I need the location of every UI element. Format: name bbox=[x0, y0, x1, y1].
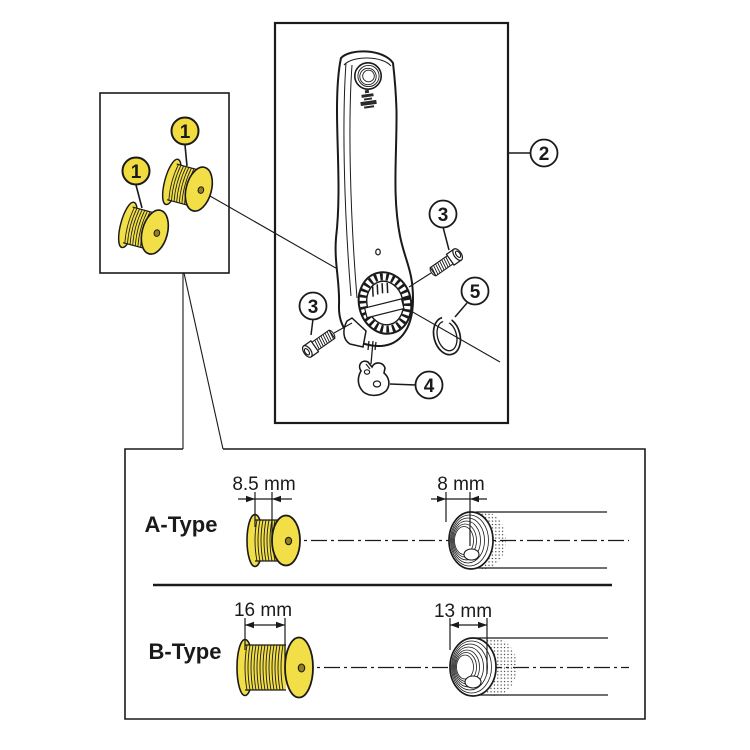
callout-1-left-number: 1 bbox=[131, 162, 142, 183]
forge-mark-icon bbox=[360, 89, 377, 109]
b-bolt-dimension bbox=[244, 618, 286, 662]
a-type-threaded-hole-drawing bbox=[448, 511, 506, 570]
callout-1-right-number: 1 bbox=[180, 122, 191, 143]
crank-cap-left bbox=[114, 199, 174, 259]
callout-3-lower-number: 3 bbox=[308, 297, 319, 318]
part-1-detail-box bbox=[99, 92, 230, 274]
callout-4-leader-line bbox=[389, 383, 417, 386]
callout-3-upper bbox=[428, 199, 458, 229]
callout-1-right bbox=[170, 116, 200, 146]
dimension-panel bbox=[124, 448, 646, 720]
a-type-label: A-Type bbox=[145, 512, 218, 537]
spindle-bore bbox=[357, 271, 413, 335]
b-type-label: B-Type bbox=[149, 639, 222, 664]
callout-4 bbox=[414, 370, 444, 400]
pinch-bolt-lower bbox=[300, 327, 338, 360]
callout-5 bbox=[460, 276, 490, 306]
callout-5-leader-line bbox=[454, 302, 468, 318]
callout-2-number: 2 bbox=[539, 144, 550, 165]
a-bolt-dimension bbox=[238, 492, 292, 543]
crank-cap-right bbox=[158, 156, 218, 216]
callout-4-number: 4 bbox=[424, 376, 435, 397]
crank-edge-contours bbox=[343, 62, 358, 299]
crank-head-contour bbox=[343, 57, 392, 67]
b-bolt-dim-label: 16 mm bbox=[234, 600, 292, 621]
callout-1-leader-lines bbox=[135, 144, 188, 209]
a-arm-edge-lines bbox=[476, 511, 607, 569]
row-a-type: A-Type 8.5 mm bbox=[145, 474, 629, 570]
plate-leader-line bbox=[370, 340, 374, 365]
bore-slot-band bbox=[363, 298, 405, 319]
a-hole-dimension bbox=[431, 492, 487, 546]
callout-2 bbox=[529, 138, 559, 168]
a-bolt-dim-label: 8.5 mm bbox=[232, 474, 295, 495]
pinch-slot-lines bbox=[367, 340, 377, 351]
pinch-bolt-upper bbox=[427, 246, 465, 279]
snap-ring-drawing bbox=[432, 313, 462, 356]
crank-arm-box bbox=[273, 21, 510, 425]
callouts: 1 1 2 3 3 4 5 bbox=[121, 116, 559, 400]
detail-wedge-right-line bbox=[183, 272, 224, 450]
crank-arm-drawing bbox=[334, 50, 415, 351]
b-arm-edge-lines bbox=[476, 637, 608, 696]
pedal-thread-hole bbox=[353, 61, 382, 90]
bore-splines bbox=[359, 273, 411, 333]
b-type-threaded-hole-drawing bbox=[449, 637, 517, 697]
callout-5-number: 5 bbox=[470, 282, 481, 303]
safety-plate-drawing bbox=[357, 360, 390, 397]
snap-ring-gap bbox=[441, 313, 452, 324]
callout-3-upper-number: 3 bbox=[438, 205, 449, 226]
callout-1-left bbox=[121, 156, 151, 186]
bolt-leader-lines bbox=[333, 272, 432, 334]
b-type-cap-drawing bbox=[236, 636, 314, 699]
a-hole-dim-label: 8 mm bbox=[437, 474, 485, 495]
b-hole-dim-label: 13 mm bbox=[434, 601, 492, 622]
callout-3-leader-lines bbox=[310, 226, 450, 336]
row-b-type: B-Type 16 mm bbox=[149, 600, 629, 699]
callout-3-lower bbox=[298, 291, 328, 321]
clamp-ear bbox=[343, 317, 367, 348]
b-hole-dimension bbox=[449, 618, 488, 674]
crank-rivet-dot bbox=[375, 248, 381, 256]
